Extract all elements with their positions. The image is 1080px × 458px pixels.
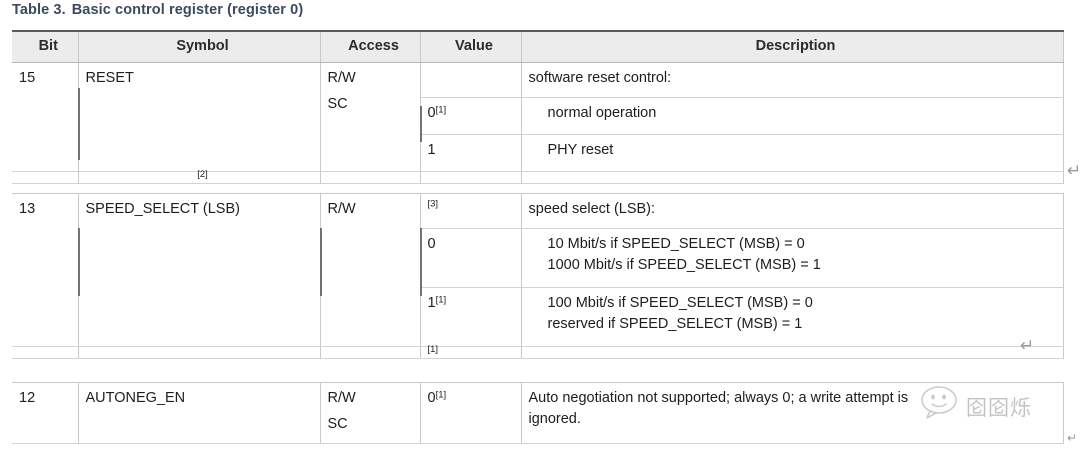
cell-symbol-clipped: [2] [78,168,321,184]
access-line-1: R/W [327,390,356,406]
cell-description: software reset control: [521,62,1064,98]
cell-bit: 13 [12,193,79,347]
cell-access: R/W SC [320,62,421,172]
cell-description: normal operation [521,97,1064,135]
cell-description: speed select (LSB): [521,193,1064,229]
cell-description: Auto negotiation not supported; always 0… [521,382,1064,444]
access-line-1: R/W [327,201,356,217]
text-caret-artifact [78,228,80,296]
column-header-access: Access [320,29,421,63]
description-line-1: Auto negotiation not supported; always 0… [528,390,909,406]
text-caret-artifact [420,228,422,296]
footnote-ref: [3] [427,198,439,210]
return-mark: ↵ [1067,161,1080,181]
table-row: 1 PHY reset [12,134,1064,172]
description-line-1: 10 Mbit/s if SPEED_SELECT (MSB) = 0 [547,236,805,252]
access-line-2: SC [327,415,348,432]
cell-value: 1 [420,134,522,172]
cell-access-clipped [320,171,421,184]
table-row: 1[1] 100 Mbit/s if SPEED_SELECT (MSB) = … [12,287,1064,347]
cell-description-clipped [521,171,1064,184]
cell-symbol: SPEED_SELECT (LSB) [78,193,321,347]
cell-description-clipped [521,346,1064,359]
description-line-2: reserved if SPEED_SELECT (MSB) = 1 [547,315,803,332]
text-caret-artifact [420,106,422,142]
footnote-ref: [1] [435,389,447,401]
cell-description: 10 Mbit/s if SPEED_SELECT (MSB) = 0 1000… [521,228,1064,288]
cell-value: 0[1] [420,97,522,135]
cell-value: 0[1] [420,382,522,444]
cell-symbol: RESET [78,62,321,172]
footnote-ref-clipped: [2] [197,168,208,180]
cell-access: R/W [320,193,421,347]
register-table-block-speed-select: 13 SPEED_SELECT (LSB) R/W [3] speed sele… [12,193,1064,359]
table-number: Table 3. [12,2,66,18]
cell-value: [3] [420,193,522,229]
column-header-bit: Bit [12,29,79,63]
cell-symbol: AUTONEG_EN [78,382,321,444]
description-line-2: ignored. [528,410,581,427]
text-caret-artifact [320,228,322,296]
footnote-ref: [1] [435,294,447,306]
cell-access-clipped [320,346,421,359]
column-header-value: Value [420,29,522,63]
description-line-1: 100 Mbit/s if SPEED_SELECT (MSB) = 0 [547,295,813,311]
cell-bit: 15 [12,62,79,172]
footnote-ref: [1] [435,104,447,116]
table-title-text: Basic control register (register 0) [71,2,304,18]
page-title: Table 3. Basic control register (register… [12,2,303,18]
column-header-description: Description [521,29,1064,63]
access-line-2: SC [327,95,348,112]
return-mark: ↵ [1067,431,1078,445]
cell-value-clipped [420,171,522,184]
register-table-block-autoneg-en: 12 AUTONEG_EN R/W SC 0[1] Auto negotiati… [12,382,1064,444]
return-mark: ↵ [1020,336,1035,356]
text-caret-artifact [78,88,80,160]
table-header-row: Bit Symbol Access Value Description [12,29,1064,63]
column-header-symbol: Symbol [78,29,321,63]
cell-description: 100 Mbit/s if SPEED_SELECT (MSB) = 0 res… [521,287,1064,347]
description-line-2: 1000 Mbit/s if SPEED_SELECT (MSB) = 1 [547,256,821,273]
cell-value-clipped: [1] [420,344,522,359]
table-row-clipped: [2] [12,168,1064,184]
footnote-ref-clipped: [1] [427,344,439,355]
table-row: 13 SPEED_SELECT (LSB) R/W [3] speed sele… [12,193,1064,347]
cell-bit-clipped [12,171,79,184]
cell-value: 1[1] [420,287,522,347]
table-row: 0 10 Mbit/s if SPEED_SELECT (MSB) = 0 10… [12,228,1064,288]
cell-access: R/W SC [320,382,421,444]
cell-bit-clipped [12,346,79,359]
cell-value: 0 [420,228,522,288]
cell-description: PHY reset [521,134,1064,172]
table-row: 15 RESET R/W SC software reset control: [12,62,1064,172]
cell-value [420,62,522,98]
table-row: 0[1] normal operation [12,97,1064,135]
register-table-block-reset: Bit Symbol Access Value Description 15 R… [12,29,1064,184]
cell-bit: 12 [12,382,79,444]
table-row: 12 AUTONEG_EN R/W SC 0[1] Auto negotiati… [12,382,1064,444]
access-line-1: R/W [327,69,356,86]
table-row-clipped: [1] [12,344,1064,359]
cell-symbol-clipped [78,346,321,359]
